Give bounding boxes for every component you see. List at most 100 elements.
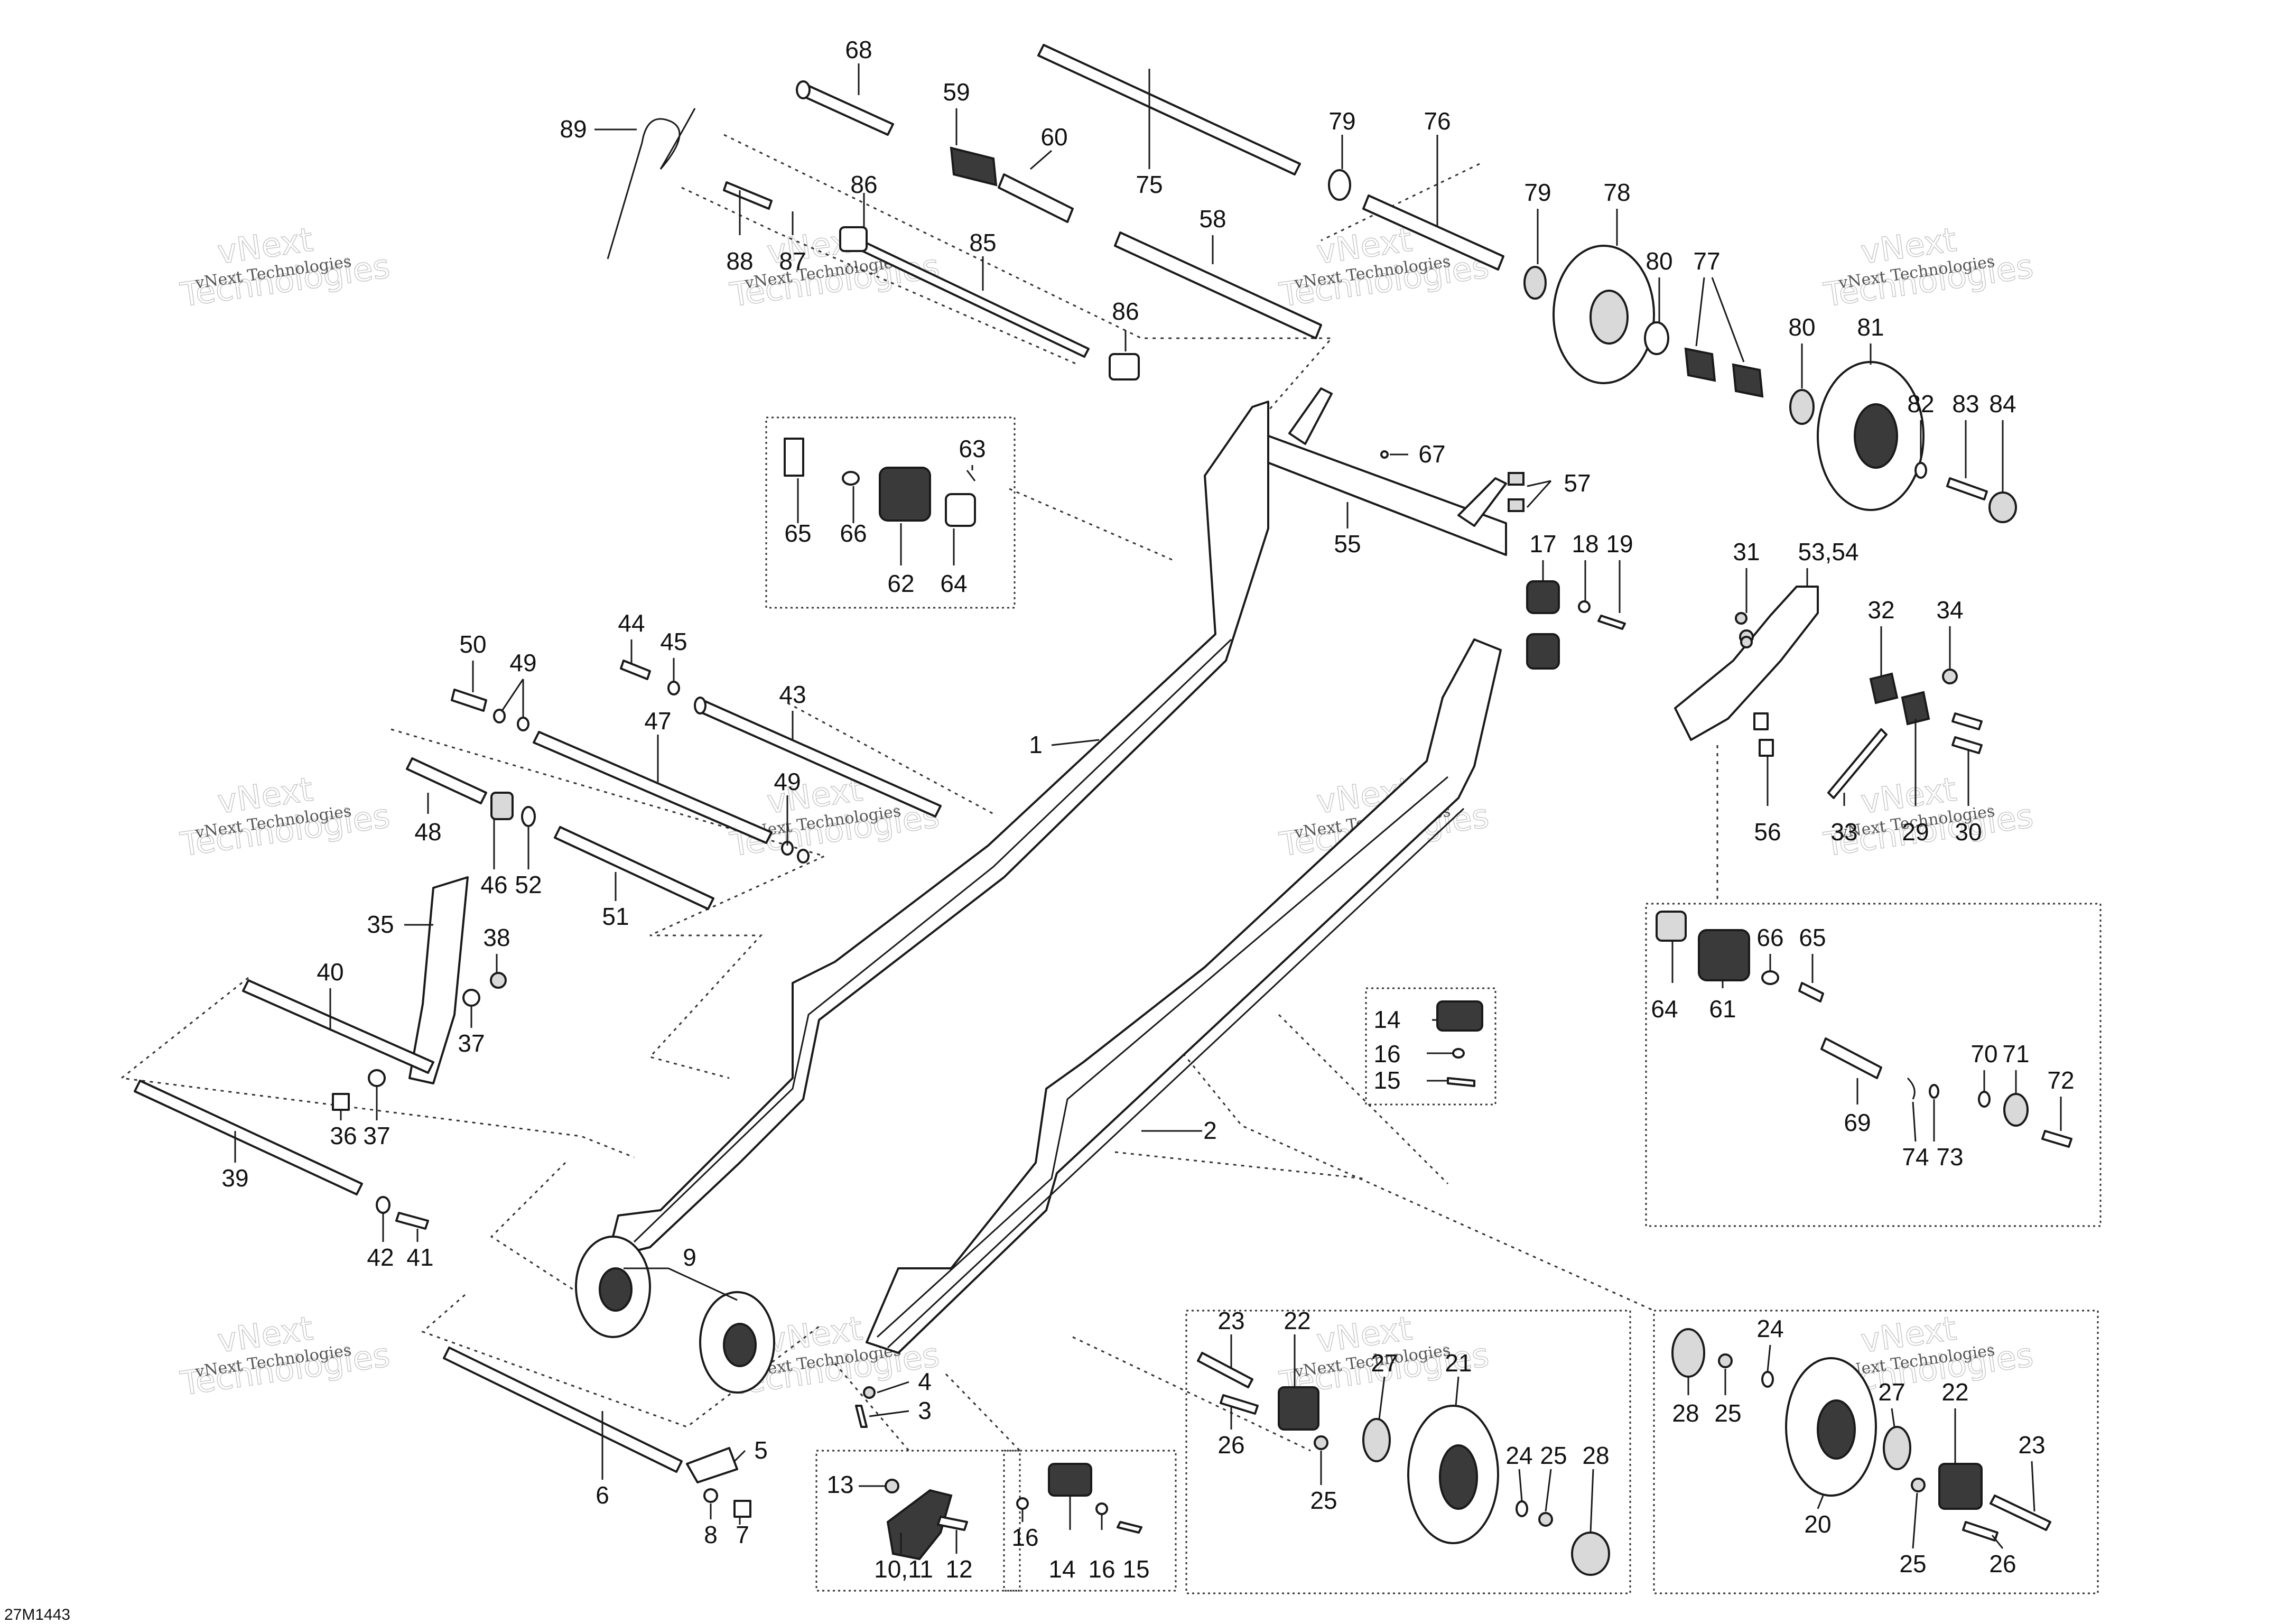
slider-block-62 (879, 467, 931, 522)
spacer-tube-68 (800, 83, 894, 136)
callout-75: 75 (1136, 171, 1163, 198)
callout-25c: 25 (1714, 1399, 1741, 1427)
callout-62: 62 (887, 570, 914, 597)
bolt-88 (723, 181, 773, 210)
bolt-19 (1597, 615, 1626, 630)
washer-8 (703, 1488, 718, 1503)
detail-box-slider-pad (1365, 987, 1496, 1106)
nut-57 (1508, 472, 1525, 486)
detail-box-pad (1003, 1450, 1177, 1592)
callout-17: 17 (1529, 530, 1556, 558)
callout-10-11: 10,11 (874, 1555, 933, 1583)
clamp-29 (1901, 691, 1930, 726)
detail-box-idler-left (1185, 1310, 1631, 1594)
callout-86: 86 (850, 171, 877, 198)
washer-49 (797, 849, 810, 864)
callout-78: 78 (1603, 179, 1630, 206)
callout-23b: 23 (2018, 1431, 2045, 1459)
callout-55: 55 (1334, 530, 1361, 558)
wire-clip-part (607, 108, 696, 259)
washer-79 (1523, 266, 1547, 300)
callout-22b: 22 (1941, 1378, 1968, 1406)
callout-61: 61 (1709, 995, 1736, 1023)
plate-5 (686, 1447, 738, 1483)
watermark: vNext Technologies vNext Technologies (178, 1309, 393, 1404)
callout-89: 89 (560, 115, 587, 143)
spacer-27 (1883, 1426, 1911, 1470)
bolt-56 (1759, 739, 1774, 757)
callout-87: 87 (779, 247, 806, 275)
callout-86b: 86 (1112, 298, 1139, 325)
callout-43: 43 (779, 681, 806, 708)
callout-33: 33 (1830, 818, 1857, 846)
callout-80b: 80 (1788, 313, 1815, 341)
washer-52 (521, 806, 536, 827)
callout-31: 31 (1733, 538, 1760, 565)
callout-26b: 26 (1989, 1550, 2016, 1577)
callout-59: 59 (943, 78, 970, 106)
callout-40: 40 (317, 958, 343, 986)
watermark: vNext Technologies vNext Technologies (178, 769, 393, 865)
nut-25 (1718, 1353, 1733, 1368)
bolt-23 (1197, 1352, 1253, 1388)
washer-16 (1095, 1502, 1108, 1515)
callout-73: 73 (1936, 1143, 1963, 1171)
watermark: vNext Technologies vNext Technologies (1277, 220, 1492, 315)
bushing-86 (839, 226, 868, 252)
bracket-10-11 (886, 1489, 953, 1561)
hub-77 (1684, 347, 1716, 382)
bolt-3 (855, 1405, 868, 1428)
slider-pad-14 (1048, 1463, 1092, 1497)
nut-13 (885, 1479, 899, 1493)
callout-18: 18 (1572, 530, 1598, 558)
washer-45 (667, 681, 680, 695)
hub-22 (1278, 1386, 1319, 1431)
washer-18 (1578, 600, 1591, 613)
washer-49 (493, 709, 506, 723)
callout-1: 1 (1029, 731, 1043, 758)
callout-70: 70 (1970, 1040, 1997, 1068)
cap-28 (1671, 1328, 1705, 1378)
detail-boxes (765, 416, 2102, 1594)
bushing-46 (490, 792, 514, 820)
callout-64: 64 (940, 570, 967, 597)
shaft-47 (533, 731, 773, 844)
callout-14b: 14 (1048, 1555, 1075, 1583)
callout-64b: 64 (1651, 995, 1678, 1023)
watermark: vNext Technologies vNext Technologies (178, 220, 393, 315)
callout-88: 88 (726, 247, 753, 275)
cap-71 (2003, 1093, 2029, 1127)
washer-80 (1789, 389, 1815, 425)
callout-49: 49 (509, 649, 536, 676)
nut-31 (1735, 612, 1747, 625)
detail-box-bracket (815, 1450, 1021, 1592)
callout-58: 58 (1199, 205, 1226, 233)
callout-79: 79 (1328, 107, 1355, 135)
bolt-15 (1447, 1077, 1475, 1087)
callout-83: 83 (1952, 390, 1979, 417)
callout-6: 6 (596, 1481, 609, 1509)
washer-80 (1644, 321, 1669, 355)
callout-9: 9 (683, 1243, 696, 1271)
tube-51 (554, 826, 714, 910)
pin-67 (1380, 450, 1389, 459)
callout-60: 60 (1040, 123, 1067, 151)
washer-24 (1516, 1500, 1528, 1517)
callout-14: 14 (1373, 1006, 1400, 1033)
arm-35 (408, 876, 469, 1084)
shaft-58 (1114, 231, 1322, 339)
callout-27b: 27 (1878, 1378, 1905, 1406)
callout-82: 82 (1907, 390, 1934, 417)
callout-74: 74 (1902, 1143, 1929, 1171)
callout-35: 35 (367, 911, 394, 938)
spacer-60 (998, 173, 1074, 223)
nut-25 (1314, 1435, 1328, 1450)
washer-82 (1914, 462, 1927, 479)
bolt-50 (451, 689, 487, 712)
bolt-83 (1946, 477, 1988, 500)
callout-37: 37 (458, 1029, 485, 1057)
clamp-32 (1869, 672, 1899, 704)
callout-25: 25 (1310, 1487, 1337, 1514)
washer-73 (1929, 1084, 1939, 1099)
shaft-39 (134, 1080, 363, 1195)
